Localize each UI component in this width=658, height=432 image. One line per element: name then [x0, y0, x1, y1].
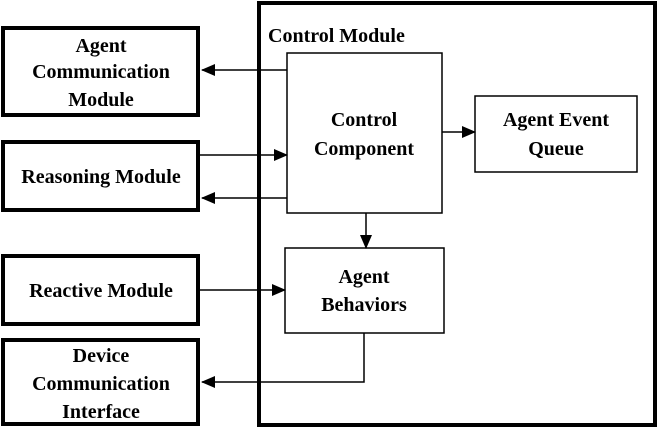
device-communication-interface: Device Communication Interface — [1, 338, 200, 426]
control-component-line-2: Component — [314, 138, 414, 160]
device-communication-line-2: Communication — [32, 373, 170, 395]
agent-communication-line-1: Agent — [75, 35, 126, 57]
arrow-behaviors-to-device-communication — [201, 333, 365, 388]
reactive-module-label: Reactive Module — [29, 280, 173, 302]
agent-behaviors-line-2: Behaviors — [321, 294, 407, 316]
control-module-title: Control Module — [268, 25, 405, 47]
reasoning-module-label: Reasoning Module — [21, 166, 181, 188]
agent-communication-module: Agent Communication Module — [1, 26, 200, 117]
control-component-line-1: Control — [331, 109, 398, 131]
reactive-module: Reactive Module — [1, 254, 200, 326]
agent-event-queue: Agent Event Queue — [474, 95, 638, 173]
agent-event-queue-line-2: Queue — [528, 138, 584, 160]
agent-behaviors-line-1: Agent — [338, 266, 389, 288]
agent-communication-line-3: Module — [68, 89, 134, 111]
device-communication-line-3: Interface — [62, 401, 140, 423]
agent-communication-line-2: Communication — [32, 61, 170, 83]
agent-behaviors: Agent Behaviors — [284, 247, 445, 334]
reasoning-module: Reasoning Module — [1, 140, 200, 212]
control-component: Control Component — [286, 52, 443, 214]
device-communication-line-1: Device — [73, 345, 130, 367]
control-module-container — [257, 1, 657, 427]
agent-event-queue-line-1: Agent Event — [503, 109, 609, 131]
